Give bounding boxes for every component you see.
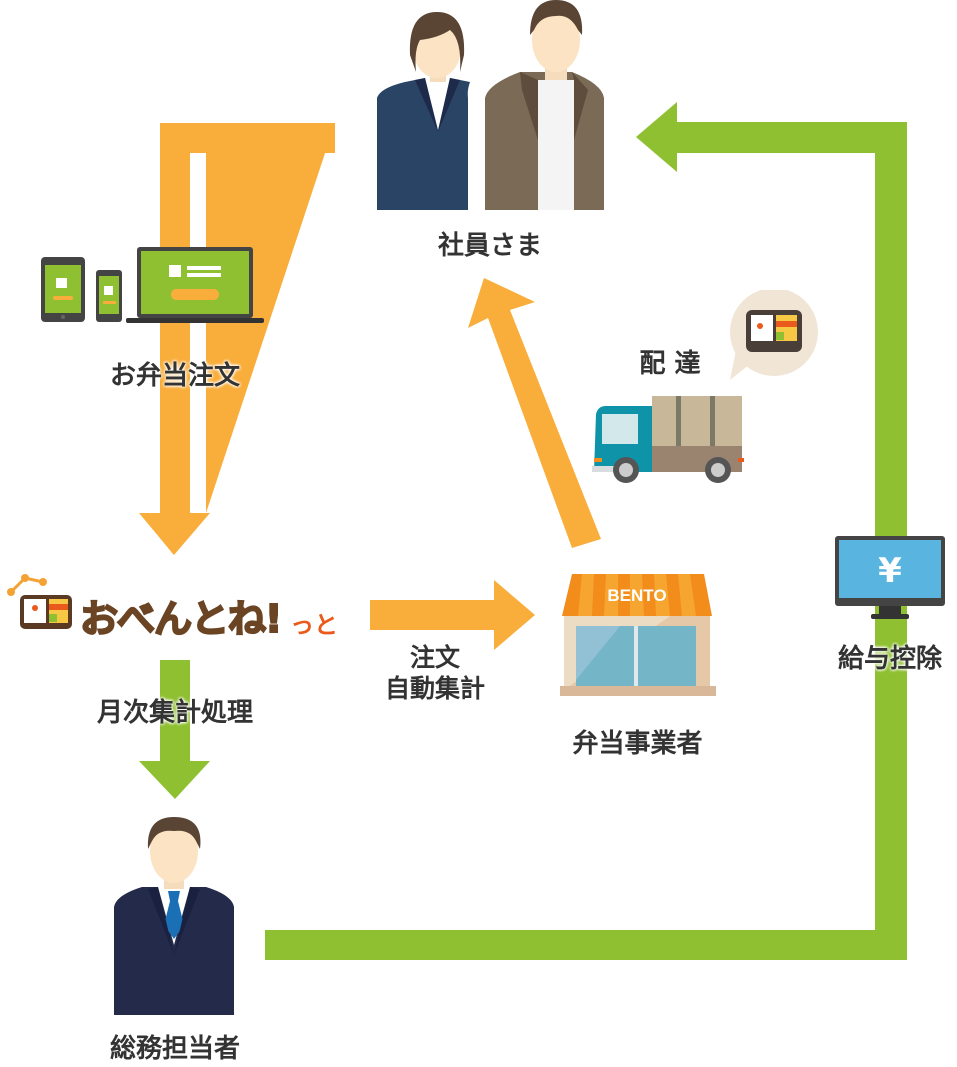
employees-icon — [377, 0, 604, 210]
logo-suffix: っと — [290, 611, 338, 639]
system-to-admin-arrowhead — [139, 761, 210, 799]
order-flow-arrowhead-down — [139, 513, 210, 555]
shop-sign: BENTO — [607, 586, 666, 605]
logo-main: おべんとね — [79, 596, 267, 642]
system-to-admin-shaft — [160, 660, 190, 763]
admin-to-payroll-bottom — [265, 930, 907, 960]
order-label: お弁当注文 — [109, 361, 240, 391]
monthly-processing-label: 月次集計処理 — [96, 698, 253, 728]
delivery-label: 配 達 — [639, 349, 701, 379]
order-flow-arrow-body — [140, 123, 335, 554]
speech-bubble-bento-icon — [730, 290, 818, 380]
order-aggregation-label-line1: 注文 — [409, 643, 460, 672]
admin-person-icon — [114, 817, 234, 1015]
payroll-to-employees-arrowhead — [636, 102, 677, 172]
vendor-to-employees-arrow — [468, 278, 601, 548]
system-to-vendor-arrowhead — [494, 580, 535, 650]
delivery-truck-icon — [592, 396, 744, 483]
yen-symbol: ¥ — [878, 551, 902, 591]
admin-label: 総務担当者 — [109, 1034, 240, 1064]
bento-logo-icon — [7, 574, 74, 631]
devices-icon — [41, 247, 264, 323]
logo-wordmark: おべんとね! — [79, 588, 283, 643]
vendor-label: 弁当事業者 — [572, 729, 703, 759]
order-aggregation-label: 注文 自動集計 — [380, 642, 490, 705]
order-aggregation-label-line2: 自動集計 — [384, 674, 485, 704]
shop-icon: BENTO — [560, 574, 716, 696]
logo-exclaim: ! — [264, 596, 283, 642]
payroll-label: 給与控除 — [837, 644, 942, 674]
system-to-vendor-shaft — [370, 600, 508, 630]
employees-label: 社員さま — [437, 231, 542, 261]
payroll-to-employees-top — [675, 122, 907, 153]
monitor-yen-icon: ¥ — [835, 536, 945, 619]
